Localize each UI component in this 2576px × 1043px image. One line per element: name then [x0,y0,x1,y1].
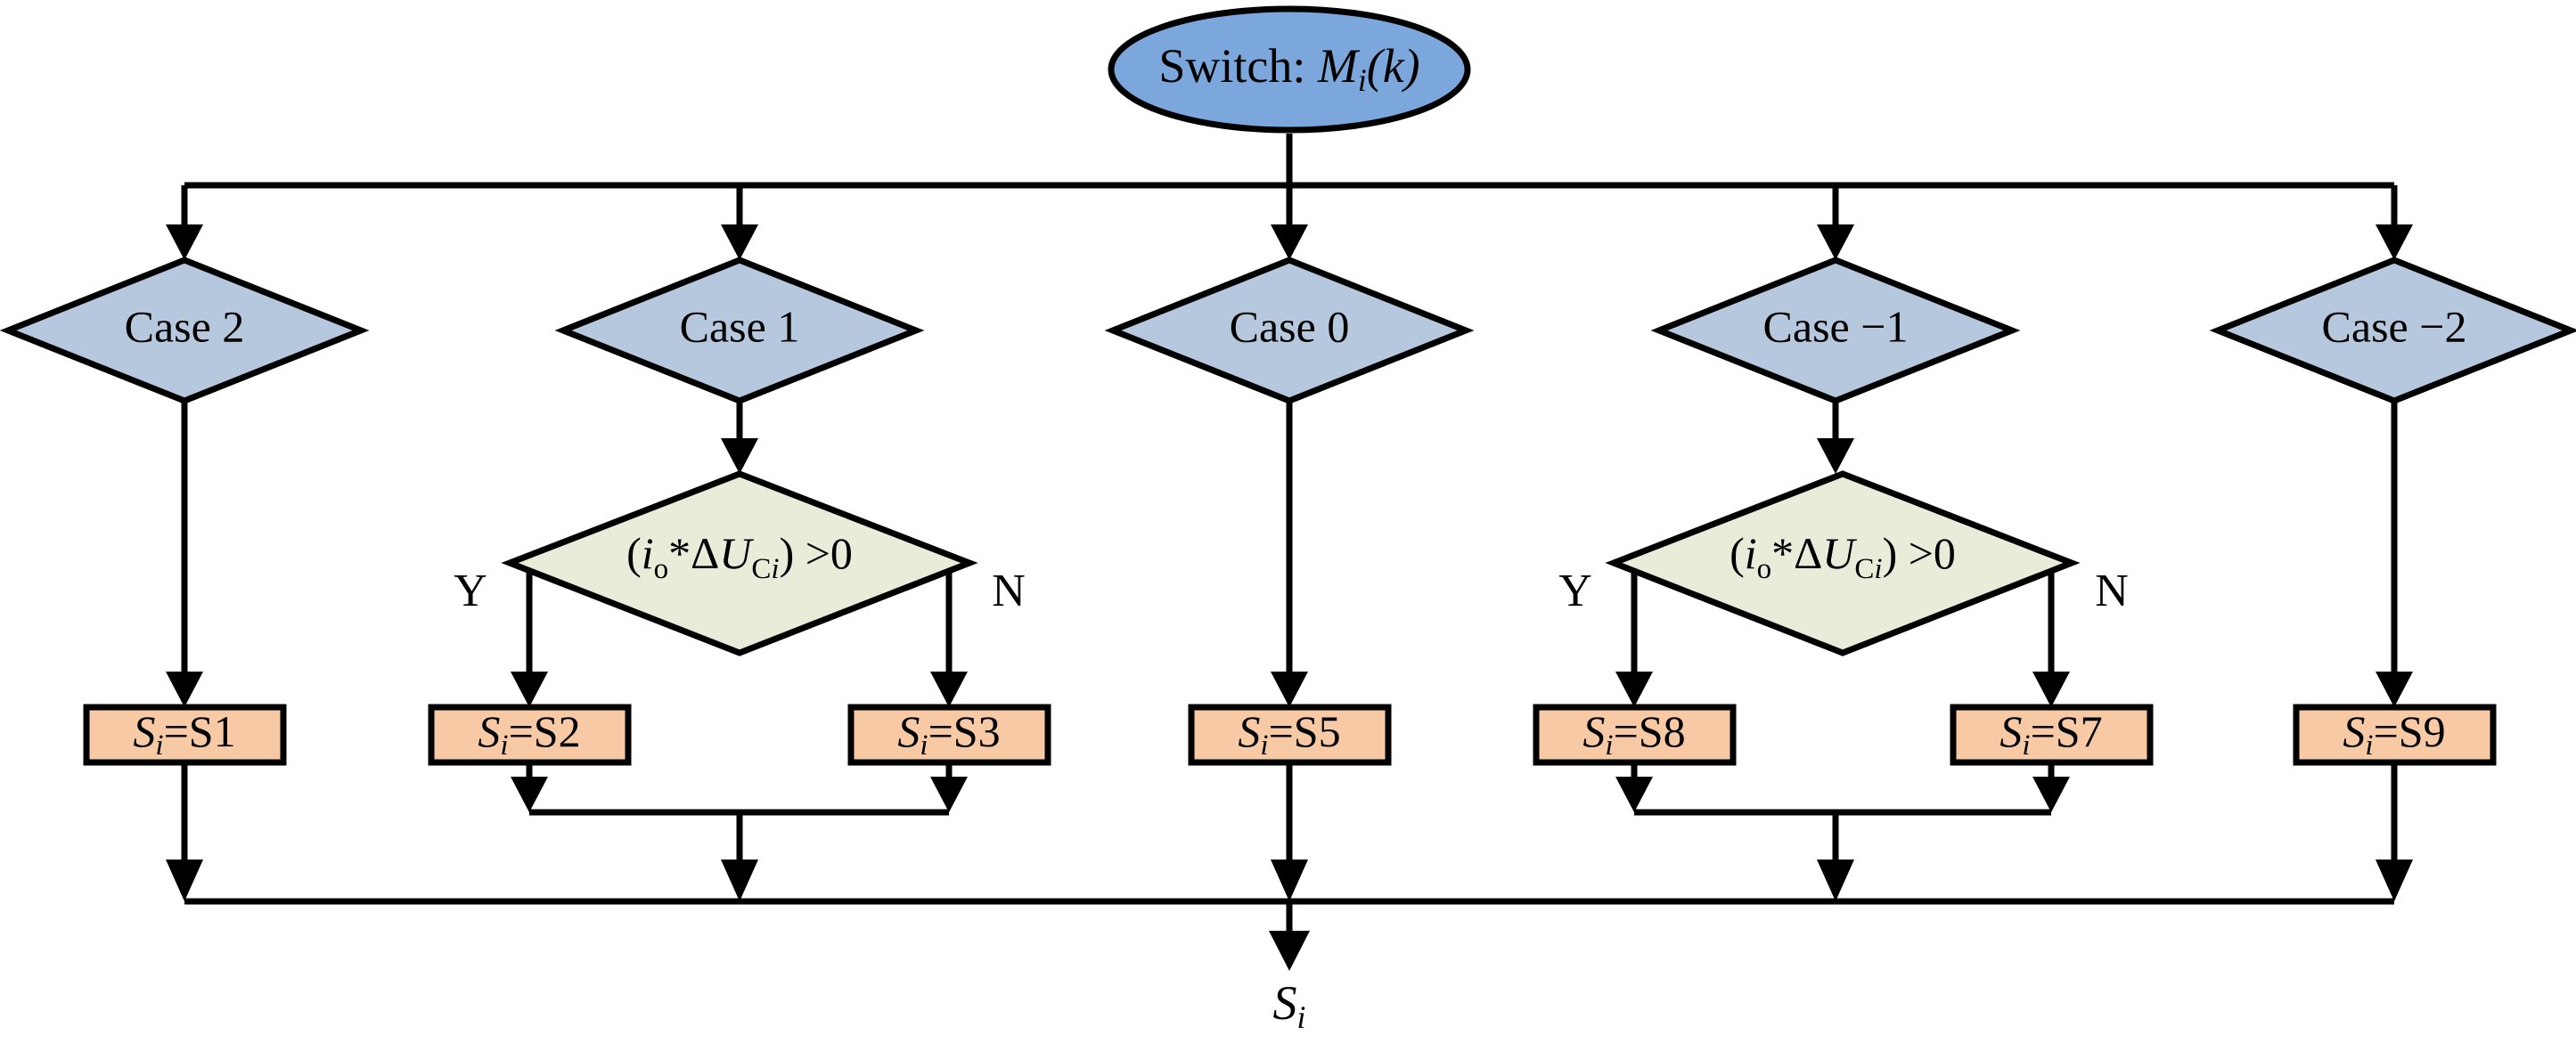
node-switch[interactable]: Switch: Mi(k) [1108,5,1471,134]
case-minus2-label: Case −2 [2322,301,2467,351]
case-minus2-diamond-shape [2209,257,2576,404]
arrowhead-output [1269,931,1310,971]
node-state-s2[interactable]: Si=S2 [428,704,632,766]
decision-right-expression: (io*ΔUCi) >0 [1730,528,1956,584]
node-case-minus1[interactable]: Case −1 [1650,257,2021,404]
arrowhead-s3 [930,672,968,707]
decision-right-no-label: N [2095,566,2129,616]
arrowhead-s9-bottom [2376,860,2413,901]
s5-box-shape [1188,704,1392,766]
s7-label: Si=S7 [1999,706,2102,761]
s1-box-shape [83,704,287,766]
node-state-s3[interactable]: Si=S3 [847,704,1051,766]
node-case-minus2[interactable]: Case −2 [2209,257,2576,404]
s5-label: Si=S5 [1238,706,1340,761]
s3-box-shape [847,704,1051,766]
node-case2[interactable]: Case 2 [0,257,370,404]
arrowhead-decision-right [1817,438,1854,474]
s8-box-shape [1533,704,1737,766]
s2-box-shape [428,704,632,766]
s9-box-shape [2293,704,2497,766]
node-state-s7[interactable]: Si=S7 [1950,704,2154,766]
node-decision-left[interactable]: (io*ΔUCi) >0 Y N [454,470,1026,656]
arrowhead-case2 [166,224,203,260]
switch-ellipse-shape [1108,5,1471,134]
case0-diamond-shape [1104,257,1475,404]
decision-left-yes-label: Y [454,566,487,616]
node-state-s9[interactable]: Si=S9 [2293,704,2497,766]
arrowhead-s5-bottom [1271,860,1308,901]
arrowhead-decision-left [721,438,758,474]
decision-left-expression: (io*ΔUCi) >0 [626,528,853,584]
case0-label: Case 0 [1230,301,1350,351]
decision-right-yes-label: Y [1558,566,1592,616]
arrowhead-s1-bottom [166,860,203,901]
arrowhead-right-submerge-bottom [1817,860,1854,901]
case-minus1-diamond-shape [1650,257,2021,404]
s3-label: Si=S3 [897,706,1000,761]
case1-diamond-shape [554,257,925,404]
arrowhead-s3-merge [930,777,968,812]
node-state-s8[interactable]: Si=S8 [1533,704,1737,766]
arrowhead-s5 [1271,672,1308,707]
s9-label: Si=S9 [2343,706,2445,761]
node-state-s5[interactable]: Si=S5 [1188,704,1392,766]
arrowhead-casem2 [2376,224,2413,260]
arrowhead-s2-merge [511,777,548,812]
arrowhead-s7-merge [2032,777,2070,812]
arrowhead-s1 [166,672,203,707]
case-minus1-label: Case −1 [1763,301,1909,351]
switch-label: Switch: Mi(k) [1158,39,1419,98]
arrowhead-casem1 [1817,224,1854,260]
s2-label: Si=S2 [478,706,580,761]
node-decision-right[interactable]: (io*ΔUCi) >0 Y N [1558,470,2129,656]
node-case0[interactable]: Case 0 [1104,257,1475,404]
decision-left-no-label: N [992,566,1026,616]
arrowhead-s8 [1615,672,1653,707]
output-label: Si [1273,976,1306,1035]
case2-diamond-shape [0,257,370,404]
arrowhead-case0 [1271,224,1308,260]
arrowhead-s8-merge [1615,777,1653,812]
decision-left-diamond-shape [501,470,978,656]
s7-box-shape [1950,704,2154,766]
case1-label: Case 1 [680,301,800,351]
arrowhead-left-submerge-bottom [721,860,758,901]
arrowhead-case1 [721,224,758,260]
s8-label: Si=S8 [1582,706,1685,761]
node-case1[interactable]: Case 1 [554,257,925,404]
decision-right-diamond-shape [1605,470,2081,656]
arrowhead-s9 [2376,672,2413,707]
s1-label: Si=S1 [133,706,235,761]
case2-label: Case 2 [125,301,245,351]
arrowhead-s2 [511,672,548,707]
arrowhead-s7 [2032,672,2070,707]
node-state-s1[interactable]: Si=S1 [83,704,287,766]
